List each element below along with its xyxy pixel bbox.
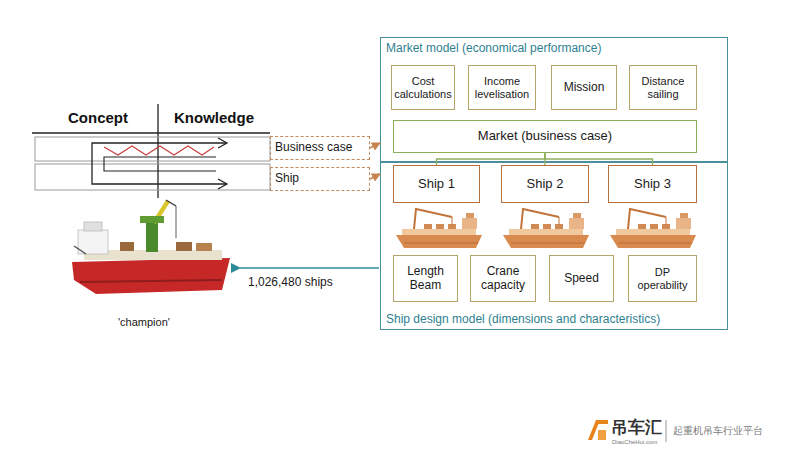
dashed-link-box: Business case xyxy=(270,136,370,160)
box-label: Business case xyxy=(275,141,352,155)
ship-box: Ship 3 xyxy=(608,165,697,203)
box-label: Income levelisation xyxy=(471,75,533,100)
box-label: Ship xyxy=(275,172,299,186)
panel-title: Ship design model (dimensions and charac… xyxy=(386,312,660,326)
link-arrow xyxy=(370,143,380,148)
box-label: Distance sailing xyxy=(632,75,694,100)
box-label: Mission xyxy=(564,81,605,95)
ship-box: Ship 1 xyxy=(393,165,480,203)
watermark-url: DiaoCheHui.com xyxy=(612,439,657,446)
characteristic-box: Crane capacity xyxy=(470,255,536,302)
box-label: Ship 1 xyxy=(418,177,455,192)
factor-box: Distance sailing xyxy=(629,65,697,110)
ship-design-panel: Ship design model (dimensions and charac… xyxy=(380,162,728,330)
box-label: Speed xyxy=(564,272,599,286)
concept-knowledge-graphic xyxy=(32,104,270,198)
characteristic-box: Length Beam xyxy=(393,255,458,302)
result-count: 1,026,480 ships xyxy=(248,276,333,289)
branch-line xyxy=(544,153,545,165)
branch-line xyxy=(545,153,653,165)
dashed-link-box: Ship xyxy=(270,167,370,191)
watermark-logo xyxy=(588,420,666,442)
box-label: Length Beam xyxy=(396,265,455,293)
ship-1-illustration xyxy=(396,209,482,248)
ship-box: Ship 2 xyxy=(501,165,589,203)
result-arrow xyxy=(240,267,379,269)
market-model-panel: Market model (economical performance) Cos… xyxy=(380,37,728,162)
column-heading: Knowledge xyxy=(174,110,254,127)
factor-box: Income levelisation xyxy=(468,65,536,110)
factor-box: Mission xyxy=(551,65,617,110)
watermark-brand: 吊车汇 xyxy=(611,419,662,438)
branch-line xyxy=(437,153,546,165)
ship-2-illustration xyxy=(503,209,589,248)
ship-caption: 'champion' xyxy=(118,316,170,328)
ship-3-illustration xyxy=(610,209,696,248)
watermark-slogan: 起重机吊车行业平台 xyxy=(673,425,763,436)
box-label: DP operability xyxy=(631,266,694,291)
characteristic-box: Speed xyxy=(549,255,614,302)
box-label: Crane capacity xyxy=(473,265,533,293)
box-label: Ship 3 xyxy=(634,177,671,192)
champion-ship-illustration xyxy=(72,200,230,294)
box-label: Market (business case) xyxy=(478,129,612,144)
factor-box: Cost calculations xyxy=(391,65,455,110)
box-label: Cost calculations xyxy=(394,75,452,100)
characteristic-box: DP operability xyxy=(628,255,697,302)
box-label: Ship 2 xyxy=(527,177,564,192)
column-heading: Concept xyxy=(68,110,128,127)
panel-title: Market model (economical performance) xyxy=(386,41,601,55)
link-arrow xyxy=(370,174,380,179)
market-box: Market (business case) xyxy=(393,120,697,153)
